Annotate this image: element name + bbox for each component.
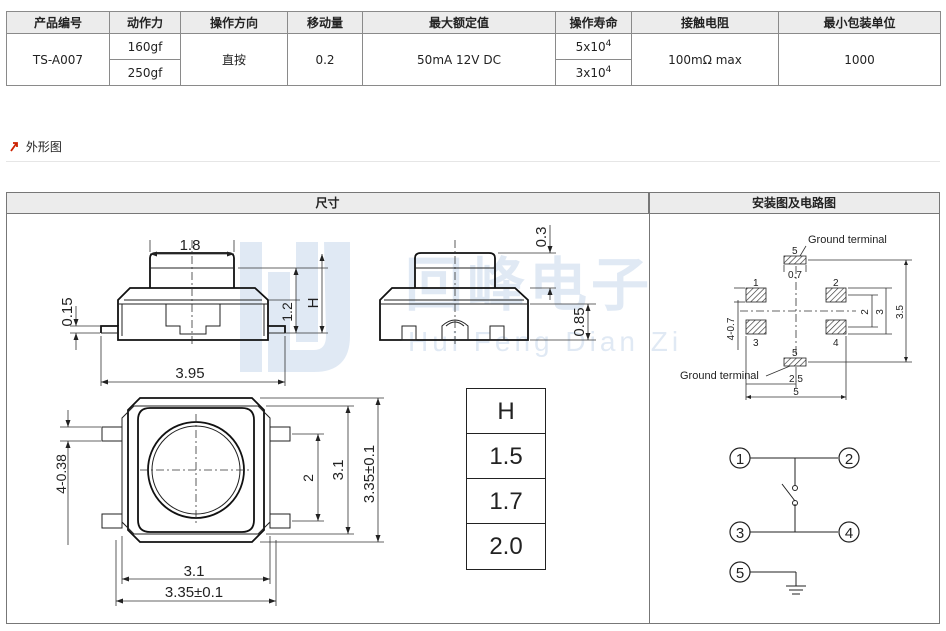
cell-life-2: 3x104 (555, 59, 632, 86)
header-life: 操作寿命 (555, 11, 632, 34)
header-rating: 最大额定值 (362, 11, 556, 34)
dim-label: 3 (875, 309, 886, 315)
table-row: TS-A007 160gf 直按 0.2 50mA 12V DC 5x104 1… (6, 33, 941, 86)
circuit-node: 5 (736, 565, 744, 582)
dim-label: 2 (860, 309, 871, 315)
ground-icon (786, 585, 806, 595)
pad-label: 1 (753, 278, 759, 289)
spec-header-row: 产品编号 动作力 操作方向 移动量 最大额定值 操作寿命 接触电阻 最小包装单位 (6, 11, 941, 34)
circuit-node: 2 (845, 451, 853, 468)
cell-life-1: 5x104 (555, 33, 632, 60)
pad-label: 2 (833, 278, 839, 289)
dim-label: 1.2 (279, 302, 295, 322)
cell-force-2: 250gf (109, 59, 181, 86)
dim-label: 5 (793, 387, 799, 398)
top-view: 4-0.38 2 3.1 3.35±0.1 3.1 3.35±0.1 (53, 397, 384, 606)
section-divider (6, 161, 940, 162)
dim-label: 3.1 (184, 563, 205, 580)
cell-rating: 50mA 12V DC (362, 33, 556, 86)
height-cell: 2.0 (489, 533, 523, 560)
dimension-header: 尺寸 (7, 193, 649, 214)
cell-model: TS-A007 (6, 33, 110, 86)
cell-travel: 0.2 (287, 33, 363, 86)
pad-label: 4 (833, 338, 839, 349)
dim-label: 1.8 (180, 237, 201, 254)
side-view: 1.8 3.95 0.15 1.2 H (59, 237, 328, 386)
dim-label: 3.35±0.1 (165, 584, 223, 601)
ground-terminal-label: Ground terminal (808, 234, 887, 246)
circuit-node: 3 (736, 525, 744, 542)
height-cell: 1.5 (467, 434, 545, 479)
dim-label: H (305, 298, 322, 309)
section-heading: 外形图 (10, 138, 62, 155)
pad-label: 5 (792, 348, 798, 359)
height-cell: 1.7 (467, 479, 545, 524)
dim-label: 3.5 (895, 305, 906, 319)
ground-terminal-label: Ground terminal (680, 370, 759, 382)
front-view: 0.3 0.85 (379, 225, 596, 345)
header-resistance: 接触电阻 (631, 11, 779, 34)
circuit-diagram: 1 2 3 4 5 (729, 447, 860, 595)
dim-label: 3.35±0.1 (361, 445, 378, 503)
height-cell: H (467, 389, 545, 434)
dim-label: 4-0.38 (53, 454, 69, 494)
header-force: 动作力 (109, 11, 181, 34)
header-model: 产品编号 (6, 11, 110, 34)
height-table: H 1.5 1.7 2.0 (466, 388, 546, 570)
dim-label: 2 (300, 474, 316, 482)
circuit-node: 4 (845, 525, 853, 542)
pad-label: 3 (753, 338, 759, 349)
mounting-header: 安装图及电路图 (649, 193, 939, 214)
dim-label: 2.5 (789, 374, 803, 385)
panel-divider (649, 193, 650, 623)
section-title: 外形图 (25, 140, 62, 154)
arrow-icon (10, 142, 18, 152)
table-row: 250gf 3x104 (7, 59, 941, 86)
drawing-panel: 尺寸 安装图及电路图 (6, 192, 940, 624)
dim-label: 3.95 (175, 365, 204, 382)
circuit-node: 1 (736, 451, 744, 468)
pad-label: 5 (792, 246, 798, 257)
cell-min-pack: 1000 (778, 33, 941, 86)
cell-direction: 直按 (180, 33, 288, 86)
dim-label: 0.85 (571, 307, 588, 336)
dim-label: 0.15 (59, 297, 76, 326)
dim-label: 0.7 (788, 270, 802, 281)
dim-label: 3.1 (330, 460, 347, 481)
spec-table: 产品编号 动作力 操作方向 移动量 最大额定值 操作寿命 接触电阻 最小包装单位… (6, 11, 941, 86)
cell-force-1: 160gf (109, 33, 181, 60)
dim-label: 0.3 (533, 227, 550, 248)
mounting-pattern: 5 5 Ground terminal Ground terminal 0.7 … (680, 234, 912, 400)
dim-label: 4-0.7 (726, 317, 737, 340)
header-direction: 操作方向 (180, 11, 288, 34)
